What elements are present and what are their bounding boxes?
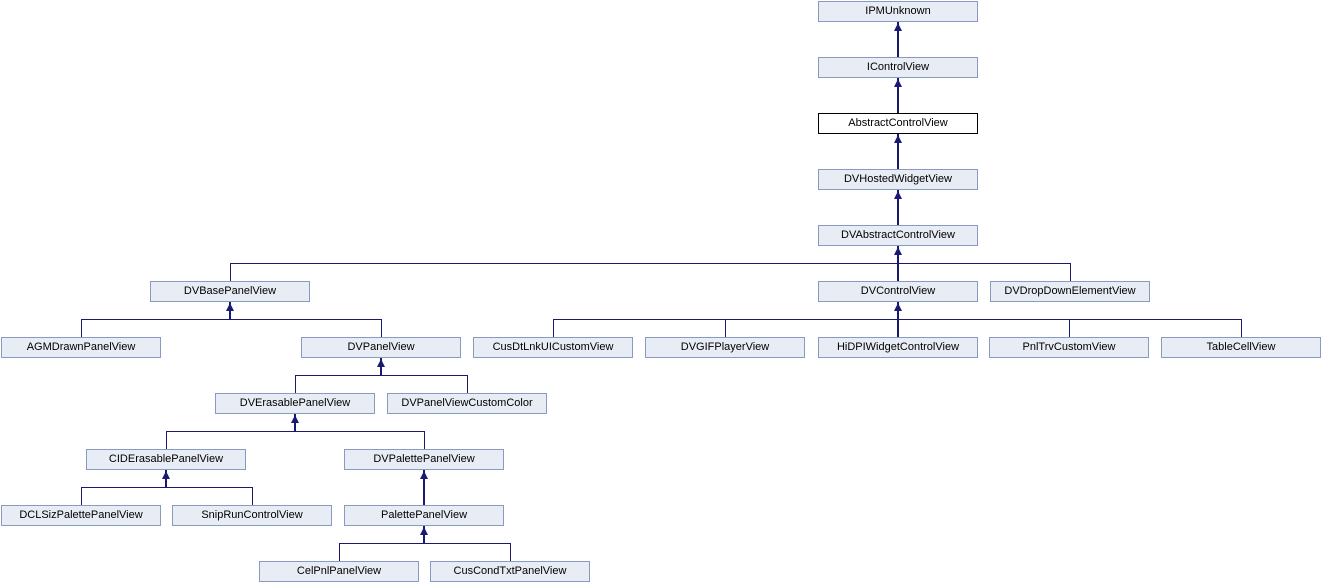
edge-line <box>230 263 231 281</box>
edge-line <box>423 470 425 505</box>
inheritance-arrowhead-icon <box>226 303 234 311</box>
edge-line <box>81 319 381 320</box>
edge-line <box>81 487 252 488</box>
class-node-dvcontrolview[interactable]: DVControlView <box>818 281 978 302</box>
class-node-agmdrawnpanelview[interactable]: AGMDrawnPanelView <box>1 337 161 358</box>
edge-line <box>1241 319 1242 337</box>
edge-line <box>295 375 467 376</box>
class-node-cuscondtxtpanelview[interactable]: CusCondTxtPanelView <box>430 561 590 582</box>
class-node-tablecellview[interactable]: TableCellView <box>1161 337 1321 358</box>
edge-line <box>81 487 82 505</box>
class-node-pnltrvcustomview[interactable]: PnlTrvCustomView <box>989 337 1149 358</box>
edge-line <box>166 431 424 432</box>
class-node-abstractcontrolview: AbstractControlView <box>818 113 978 134</box>
inheritance-arrowhead-icon <box>420 527 428 535</box>
inheritance-arrowhead-icon <box>894 191 902 199</box>
inheritance-arrowhead-icon <box>894 247 902 255</box>
edge-line <box>252 487 253 505</box>
edge-line <box>381 319 382 337</box>
edge-line <box>553 319 554 337</box>
edge-line <box>295 375 296 393</box>
edge-line <box>897 22 899 57</box>
class-node-dvpanelviewcustomcolor[interactable]: DVPanelViewCustomColor <box>387 393 547 414</box>
inheritance-arrowhead-icon <box>894 79 902 87</box>
class-node-dvhostedwidgetview[interactable]: DVHostedWidgetView <box>818 169 978 190</box>
class-node-celpnlpanelview[interactable]: CelPnlPanelView <box>259 561 419 582</box>
class-node-dvpalettepanelview[interactable]: DVPalettePanelView <box>344 449 504 470</box>
class-node-icontrolview[interactable]: IControlView <box>818 57 978 78</box>
edge-line <box>725 319 726 337</box>
edge-line <box>166 431 167 449</box>
inheritance-arrowhead-icon <box>291 415 299 423</box>
class-node-hidpiwidgetcontrolview[interactable]: HiDPIWidgetControlView <box>818 337 978 358</box>
edge-line <box>339 543 340 561</box>
class-node-dclsizpalettepanelview[interactable]: DCLSizPalettePanelView <box>1 505 161 526</box>
edge-line <box>467 375 468 393</box>
class-node-dvgifplayerview[interactable]: DVGIFPlayerView <box>645 337 805 358</box>
inheritance-arrowhead-icon <box>420 471 428 479</box>
inheritance-arrowhead-icon <box>894 23 902 31</box>
edge-line <box>897 190 899 225</box>
class-node-dvbasepanelview[interactable]: DVBasePanelView <box>150 281 310 302</box>
edge-line <box>230 263 1070 264</box>
edge-line <box>424 431 425 449</box>
edge-line <box>553 319 1241 320</box>
class-node-dvabstractcontrolview[interactable]: DVAbstractControlView <box>818 225 978 246</box>
class-node-dverasablepanelview[interactable]: DVErasablePanelView <box>215 393 375 414</box>
edge-line <box>81 319 82 337</box>
inheritance-arrowhead-icon <box>377 359 385 367</box>
edge-line <box>1070 263 1071 281</box>
inheritance-arrowhead-icon <box>894 135 902 143</box>
edge-line <box>897 134 899 169</box>
class-node-palettepanelview[interactable]: PalettePanelView <box>344 505 504 526</box>
inheritance-arrowhead-icon <box>894 303 902 311</box>
edge-line <box>339 543 510 544</box>
class-node-dvpanelview[interactable]: DVPanelView <box>301 337 461 358</box>
edge-line <box>897 78 899 113</box>
class-node-ipmunknown[interactable]: IPMUnknown <box>818 1 978 22</box>
edge-line <box>510 543 511 561</box>
inheritance-arrowhead-icon <box>162 471 170 479</box>
class-node-cusdtlnkuicustomview[interactable]: CusDtLnkUICustomView <box>473 337 633 358</box>
edge-line <box>1069 319 1070 337</box>
class-node-dvdropdownelementview[interactable]: DVDropDownElementView <box>990 281 1150 302</box>
class-node-ciderasablepanelview[interactable]: CIDErasablePanelView <box>86 449 246 470</box>
class-node-snipruncontrolview[interactable]: SnipRunControlView <box>172 505 332 526</box>
